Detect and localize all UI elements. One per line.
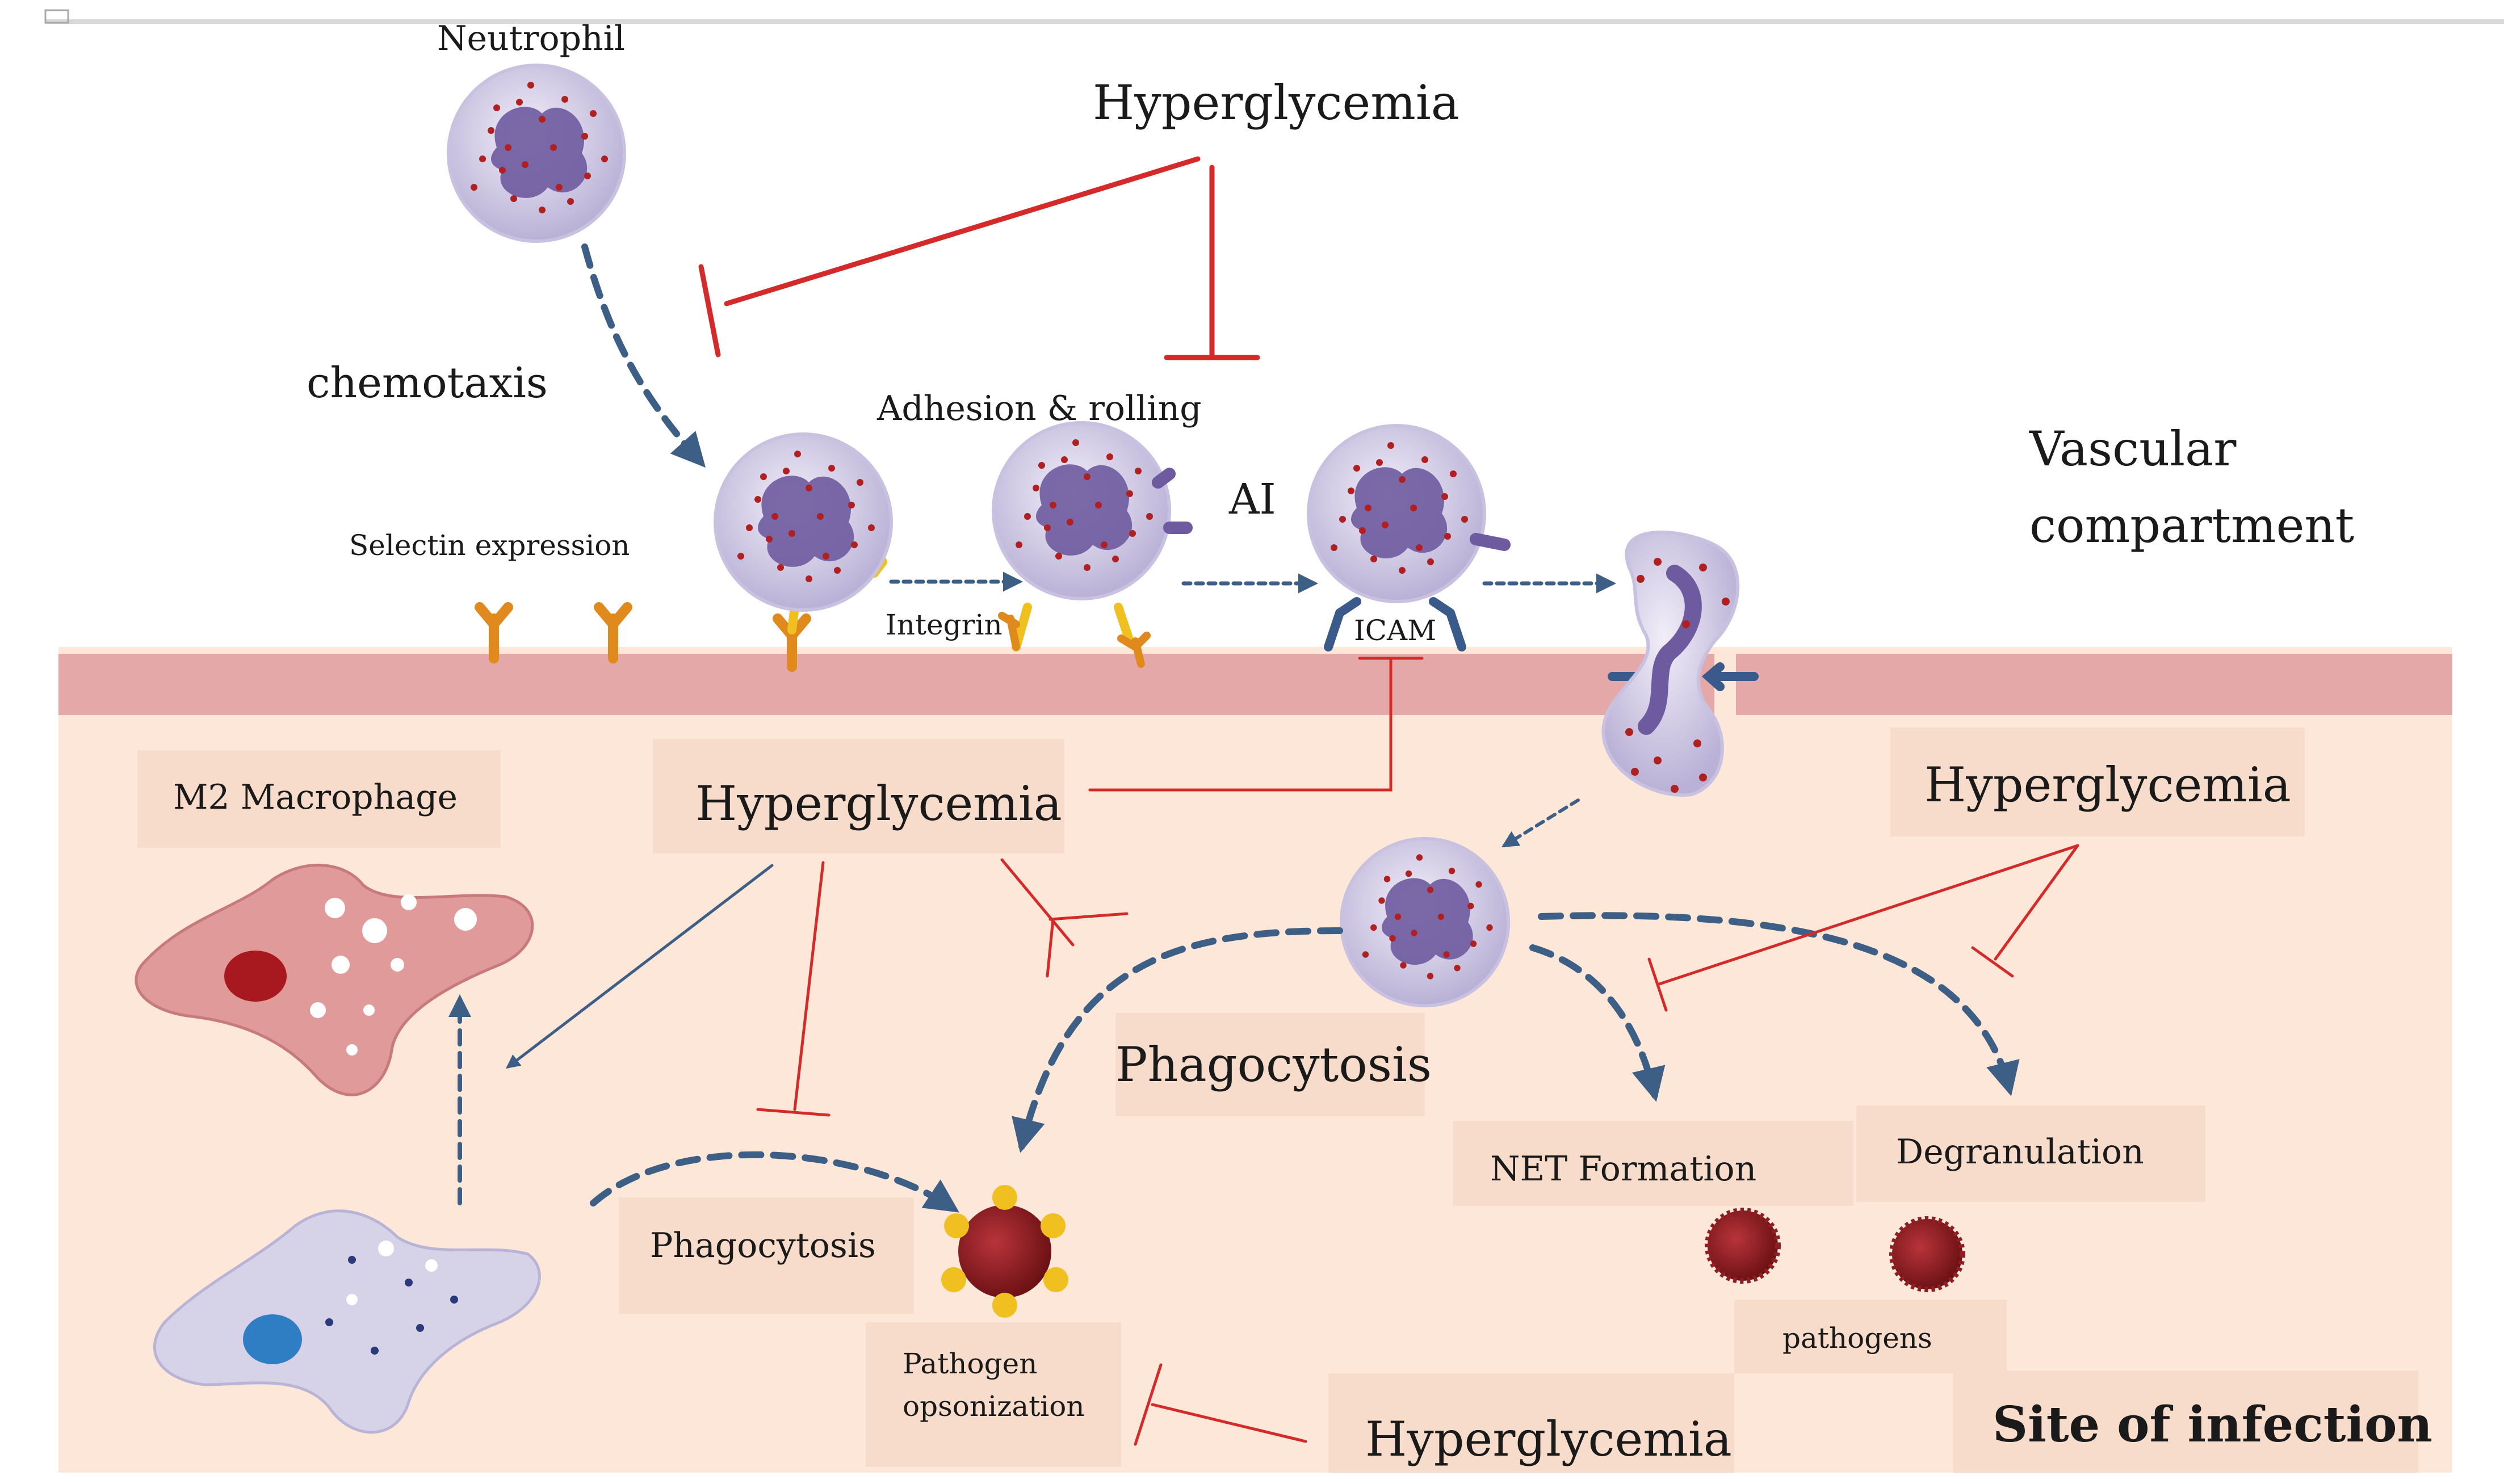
endothelium xyxy=(58,654,2452,715)
neutrophil-rolling-extensions xyxy=(1152,468,1511,551)
vascular-label-line2: compartment xyxy=(2029,498,2354,553)
hyperglycemia-bottom-label: Hyperglycemia xyxy=(1365,1411,1732,1467)
label-box-site-of-infection xyxy=(1953,1371,2418,1473)
neutrophil-tethered xyxy=(715,434,891,610)
phagocytosis-center-label: Phagocytosis xyxy=(1115,1037,1432,1092)
label-box-hyperglycemia-right xyxy=(1890,728,2305,836)
pathogen-1 xyxy=(1705,1208,1781,1284)
label-box-degranulation xyxy=(1856,1105,2205,1202)
phagocytosis-left-label: Phagocytosis xyxy=(650,1226,876,1266)
inhibition-lines xyxy=(698,156,2079,1446)
neutrophil-rolling xyxy=(993,423,1169,599)
neutrophil-tissue xyxy=(1341,839,1509,1006)
opsonized-pathogen xyxy=(941,1185,1068,1318)
net-formation-label: NET Formation xyxy=(1490,1149,1756,1189)
neutrophil-arrested xyxy=(1308,426,1484,602)
label-box-pathogens xyxy=(1734,1300,2007,1373)
hyperglycemia-center-label: Hyperglycemia xyxy=(695,776,1062,831)
neutrophil-transmigrating xyxy=(1601,531,1740,797)
label-box-net xyxy=(1453,1121,1853,1206)
hyperglycemia-right-label: Hyperglycemia xyxy=(1924,757,2291,813)
hyperglycemia-top-label: Hyperglycemia xyxy=(1093,75,1459,131)
degranulation-label: Degranulation xyxy=(1896,1132,2144,1172)
neutrophil-label: Neutrophil xyxy=(437,19,625,58)
pathogen-2 xyxy=(1889,1216,1965,1292)
pathogen-opsonization-line2: opsonization xyxy=(903,1390,1085,1423)
pathogens-label: pathogens xyxy=(1782,1322,1932,1355)
site-of-infection-label: Site of infection xyxy=(1993,1396,2432,1453)
ai-label: AI xyxy=(1228,475,1276,524)
label-box-opsonization xyxy=(866,1322,1121,1467)
adhesion-rolling-label: Adhesion & rolling xyxy=(876,389,1202,428)
integrin-label: Integrin xyxy=(886,608,1003,641)
vascular-label-line1: Vascular xyxy=(2029,421,2237,477)
icam-label: ICAM xyxy=(1354,614,1436,647)
flow-arrows xyxy=(448,243,2020,1213)
m1-macrophage-cell xyxy=(153,1209,541,1434)
label-box-m2 xyxy=(137,750,501,848)
chemotaxis-label: chemotaxis xyxy=(307,359,548,407)
selectin-expression-label: Selectin expression xyxy=(349,529,630,562)
label-box-hyperglycemia-bottom xyxy=(1328,1373,1734,1473)
pathogen-opsonization-line1: Pathogen xyxy=(903,1347,1037,1380)
neutrophil-circulating xyxy=(448,65,624,241)
label-box-hyperglycemia-center xyxy=(653,739,1064,854)
corner-mark xyxy=(44,9,69,24)
label-box-phagocytosis-left xyxy=(619,1197,914,1314)
m2-macrophage-label: M2 Macrophage xyxy=(173,777,458,817)
integrin-ends xyxy=(998,612,1151,668)
label-box-phagocytosis-center xyxy=(1115,1013,1425,1116)
m2-macrophage-cell xyxy=(135,864,534,1096)
